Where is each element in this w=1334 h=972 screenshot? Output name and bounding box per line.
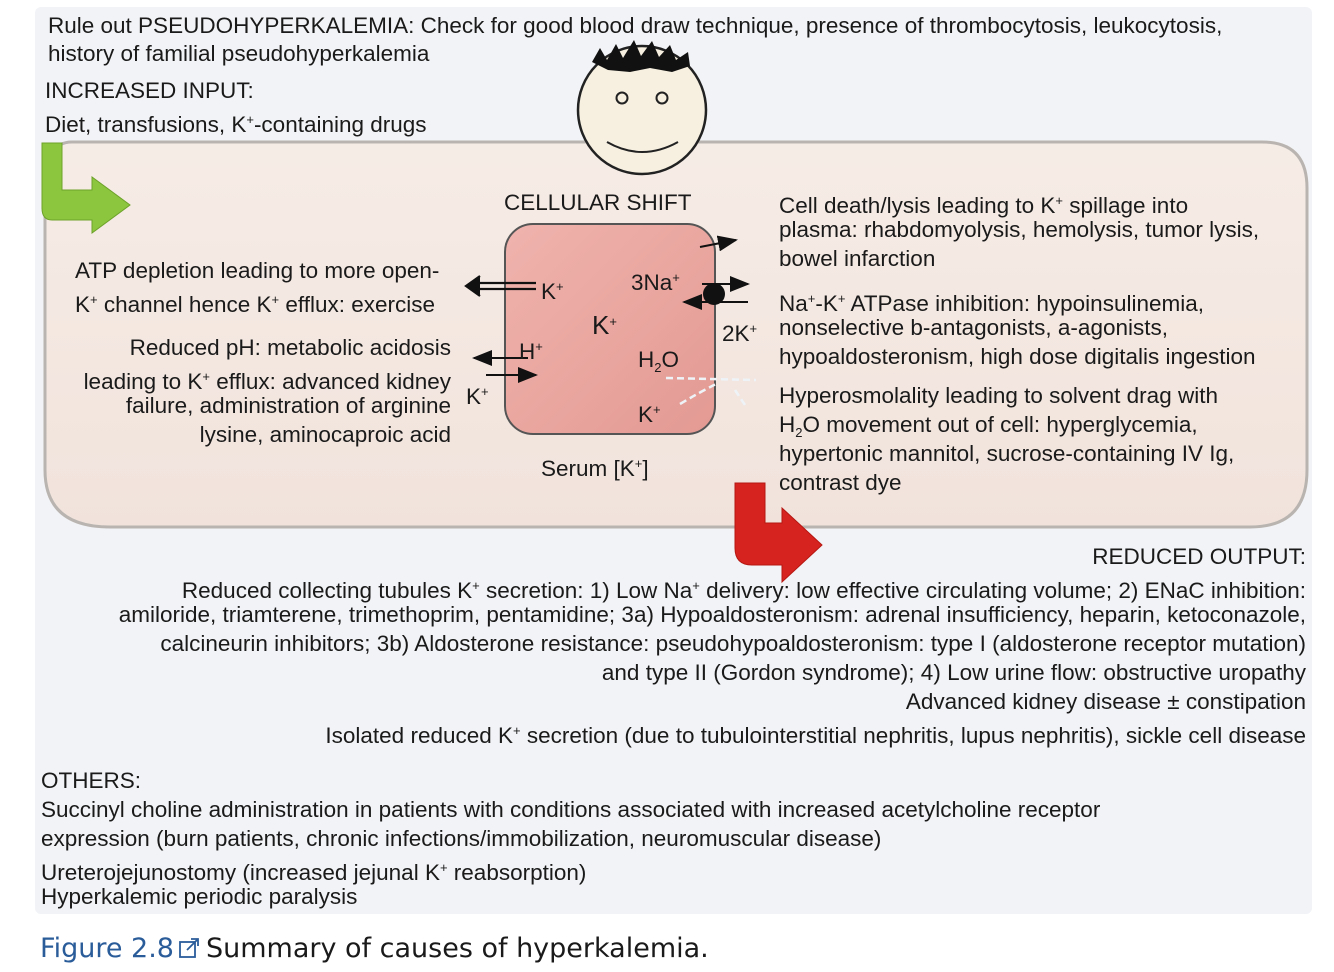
increased-input-heading: INCREASED INPUT: (45, 78, 254, 103)
reduced-ph-line-4: lysine, aminocaproic acid (199, 422, 451, 447)
solvent-drag-arrows (665, 376, 757, 406)
atpase-line-3: hypoaldosteronism, high dose digitalis i… (779, 344, 1256, 369)
k-efflux-arrow (464, 275, 536, 297)
figure-caption: Figure 2.8 Summary of causes of hyperkale… (40, 929, 709, 969)
k-out-label: K+ (541, 279, 564, 304)
reduced-output-line-2: amiloride, triamterene, trimethoprim, pe… (118, 602, 1306, 627)
increased-input-arrow (41, 142, 131, 234)
reduced-ph-line-3: failure, administration of arginine (125, 393, 451, 418)
na-label: 3Na+ (631, 270, 680, 295)
hyperosmolality-line-2: H2O movement out of cell: hyperglycemia, (779, 412, 1198, 440)
pseudohyperkalemia-line-1: Rule out PSEUDOHYPERKALEMIA: Check for g… (48, 13, 1223, 38)
h-label: H+ (519, 339, 543, 364)
reduced-output-arrow (734, 482, 823, 584)
caption-text: Summary of causes of hyperkalemia. (205, 933, 709, 964)
k-left-label: K+ (466, 384, 489, 409)
others-heading: OTHERS: (41, 768, 142, 793)
na-k-atpase-pump (703, 283, 725, 305)
k-in-label: K+ (638, 402, 661, 427)
cellular-shift-heading: CELLULAR SHIFT (504, 190, 692, 215)
others-line-1: Succinyl choline administration in patie… (41, 797, 1101, 822)
atpase-line-1: Na+-K+ ATPase inhibition: hypoinsulinemi… (779, 291, 1204, 316)
increased-input-body: Diet, transfusions, K+-containing drugs (45, 112, 427, 137)
atpase-line-2: nonselective b-antagonists, a-agonists, (779, 315, 1168, 340)
na-out-arrow-top (699, 235, 738, 252)
reduced-output-line-3: calcineurin inhibitors; 3b) Aldosterone … (160, 631, 1306, 656)
reduced-output-line-4: and type II (Gordon syndrome); 4) Low ur… (601, 660, 1306, 685)
h2o-label: H2O (638, 347, 679, 375)
atp-depletion-line-2: K+ channel hence K+ efflux: exercise (75, 292, 436, 317)
serum-k-label: Serum [K+] (541, 456, 649, 481)
external-link-icon[interactable] (178, 931, 200, 958)
others-line-3: Ureterojejunostomy (increased jejunal K+… (41, 860, 587, 885)
hyperosmolality-line-3: hypertonic mannitol, sucrose-containing … (779, 441, 1235, 466)
others-line-4: Hyperkalemic periodic paralysis (41, 884, 358, 909)
atp-depletion-line-1: ATP depletion leading to more open- (75, 258, 440, 283)
cell-death-line-2: plasma: rhabdomyolysis, hemolysis, tumor… (779, 217, 1260, 242)
hyperosmolality-line-1: Hyperosmolality leading to solvent drag … (779, 383, 1218, 408)
cell-k-label: K+ (592, 310, 617, 340)
cell-death-line-1: Cell death/lysis leading to K+ spillage … (779, 193, 1189, 218)
cell-death-line-3: bowel infarction (779, 246, 936, 271)
cell-body (504, 223, 716, 435)
reduced-output-line-5: Advanced kidney disease ± constipation (905, 689, 1306, 714)
hyperosmolality-line-4: contrast dye (779, 470, 902, 495)
pseudohyperkalemia-line-2: history of familial pseudohyperkalemia (48, 41, 430, 66)
reduced-ph-line-2: leading to K+ efflux: advanced kidney (83, 369, 451, 394)
reduced-output-line-6: Isolated reduced K+ secretion (due to tu… (325, 723, 1306, 748)
reduced-output-line-1: Reduced collecting tubules K+ secretion:… (181, 578, 1306, 603)
smiley-face-icon (576, 40, 708, 176)
figure-label-link[interactable]: Figure 2.8 (40, 933, 174, 964)
reduced-output-heading: REDUCED OUTPUT: (1092, 544, 1306, 569)
reduced-ph-line-1: Reduced pH: metabolic acidosis (129, 335, 451, 360)
two-k-label: 2K+ (722, 321, 758, 346)
others-line-2: expression (burn patients, chronic infec… (41, 826, 882, 851)
